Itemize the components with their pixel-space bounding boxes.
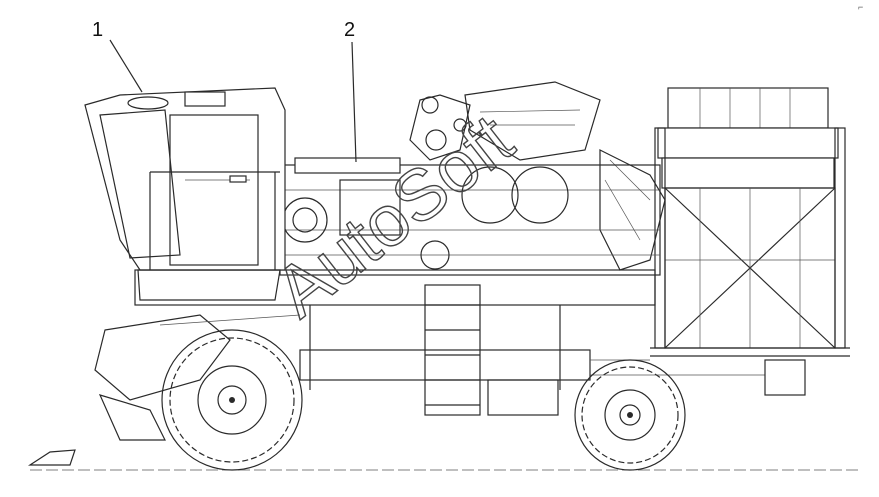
callout-1-leader bbox=[109, 39, 143, 93]
callout-2-leader bbox=[351, 41, 357, 163]
watermark: AutoSoft bbox=[261, 100, 528, 333]
ladder bbox=[424, 284, 481, 416]
callout-2-label: 2 bbox=[344, 19, 355, 41]
basket bbox=[650, 87, 850, 357]
front-header bbox=[27, 314, 301, 466]
main-frame bbox=[134, 157, 806, 416]
rear-wheel bbox=[574, 359, 686, 471]
elevator bbox=[409, 81, 666, 271]
cab bbox=[84, 87, 286, 301]
corner-mark: ⌐ bbox=[858, 2, 863, 12]
callout-1-label: 1 bbox=[92, 19, 103, 41]
front-wheel bbox=[161, 329, 303, 471]
